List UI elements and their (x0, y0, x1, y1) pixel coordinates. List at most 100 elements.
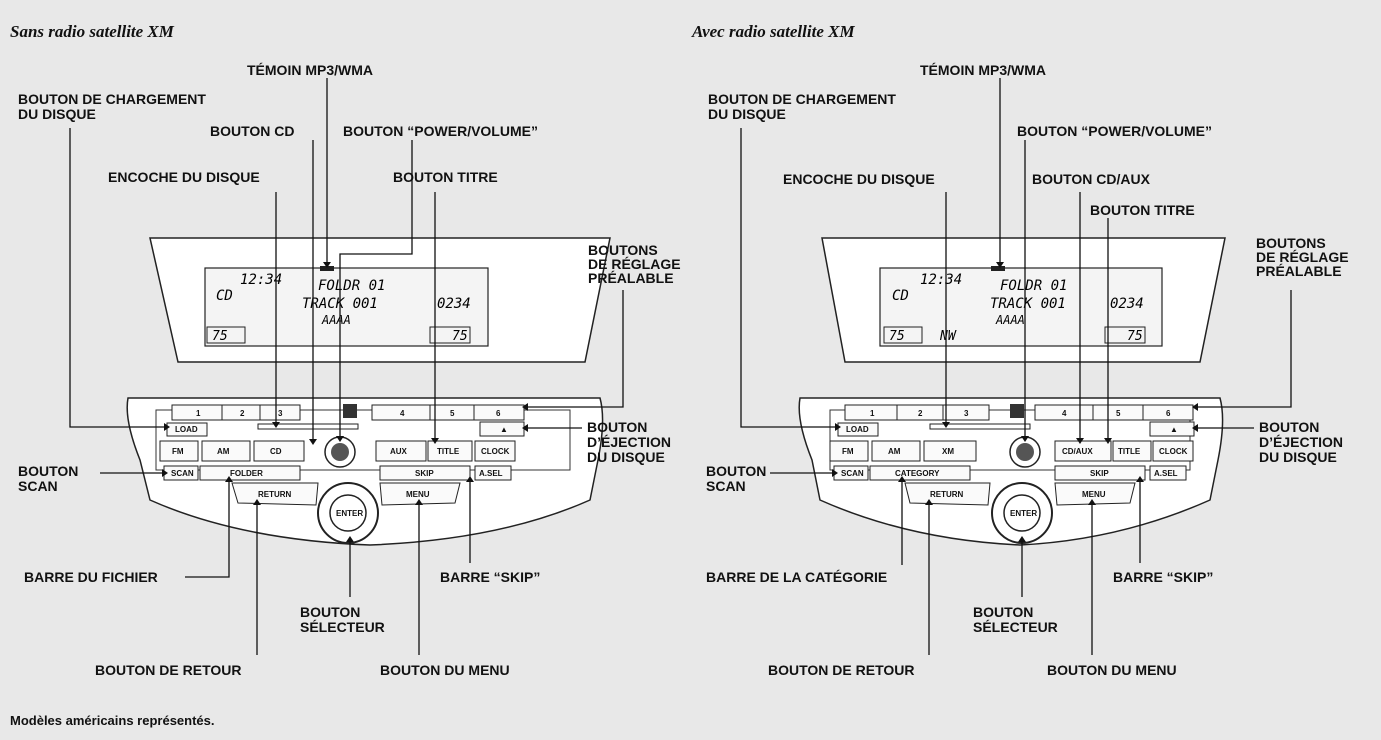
load-button-text-right: LOAD (846, 425, 869, 434)
svg-text:5: 5 (1116, 409, 1121, 418)
folder-bar-text: FOLDER (230, 469, 263, 478)
menu-button-text-right: MENU (1082, 490, 1106, 499)
svg-text:3: 3 (964, 409, 969, 418)
label-skip-bar-right: BARRE “SKIP” (1113, 569, 1214, 585)
svg-text:2: 2 (918, 409, 923, 418)
svg-text:6: 6 (1166, 409, 1171, 418)
label-preset-2-right: DE RÉGLAGE (1256, 249, 1349, 265)
label-selector-2: SÉLECTEUR (300, 619, 385, 635)
skip-bar-text-right: SKIP (1090, 469, 1109, 478)
lcd-time: 0234 (437, 296, 471, 312)
label-eject-2: D’ÉJECTION (587, 434, 672, 450)
return-button-text: RETURN (258, 490, 292, 499)
lcd-extra-right: NW (939, 329, 957, 344)
label-mp3-indicator-right: TÉMOIN MP3/WMA (920, 62, 1046, 78)
load-button-text: LOAD (175, 425, 198, 434)
label-disc-slot-right: ENCOCHE DU DISQUE (783, 171, 935, 187)
label-disc-slot: ENCOCHE DU DISQUE (108, 169, 260, 185)
category-bar-text-right: CATEGORY (895, 469, 940, 478)
label-preset-2: DE RÉGLAGE (588, 256, 681, 272)
label-scan-1-right: BOUTON (706, 463, 767, 479)
xm-button-text-right: XM (942, 447, 954, 456)
svg-text:5: 5 (450, 409, 455, 418)
fm-button-text-right: FM (842, 447, 854, 456)
asel-button-text: A.SEL (479, 469, 503, 478)
subtitle-right: Avec radio satellite XM (692, 22, 855, 41)
label-category-bar-right: BARRE DE LA CATÉGORIE (706, 569, 888, 585)
svg-text:2: 2 (240, 409, 245, 418)
scan-button-text: SCAN (171, 469, 194, 478)
lcd-time-right: 0234 (1110, 296, 1144, 312)
svg-text:▲: ▲ (500, 425, 508, 434)
label-title-button: BOUTON TITRE (393, 169, 498, 185)
label-eject-3-right: DU DISQUE (1259, 449, 1337, 465)
cdaux-button-text-right: CD/AUX (1062, 447, 1093, 456)
label-return-button-right: BOUTON DE RETOUR (768, 662, 915, 678)
label-power-button-right: BOUTON “POWER/VOLUME” (1017, 123, 1212, 139)
subtitle-left: Sans radio satellite XM (10, 22, 174, 41)
enter-button-text: ENTER (336, 509, 363, 518)
am-button-text-right: AM (888, 447, 901, 456)
lcd-temp-left: 75 (212, 329, 228, 344)
title-button-text: TITLE (437, 447, 460, 456)
title-button-text-right: TITLE (1118, 447, 1141, 456)
asel-button-text-right: A.SEL (1154, 469, 1178, 478)
lcd-name-right: AAAA (995, 313, 1025, 327)
label-eject-2-right: D’ÉJECTION (1259, 434, 1344, 450)
label-load-button-2-right: DU DISQUE (708, 106, 786, 122)
label-load-button-1-right: BOUTON DE CHARGEMENT (708, 91, 896, 107)
label-load-button-1: BOUTON DE CHARGEMENT (18, 91, 206, 107)
svg-text:1: 1 (870, 409, 875, 418)
lcd-clock-right: 12:34 (920, 272, 962, 288)
lcd-temp-left-right: 75 (889, 329, 905, 344)
label-menu-button: BOUTON DU MENU (380, 662, 510, 678)
clock-button-text-right: CLOCK (1159, 447, 1188, 456)
label-menu-button-right: BOUTON DU MENU (1047, 662, 1177, 678)
lcd-track-right: TRACK 001 (990, 296, 1066, 312)
cd-button-text: CD (270, 447, 282, 456)
svg-text:3: 3 (278, 409, 283, 418)
label-power-button: BOUTON “POWER/VOLUME” (343, 123, 538, 139)
aux-button-text: AUX (390, 447, 408, 456)
label-preset-3: PRÉALABLE (588, 270, 674, 286)
label-load-button-2: DU DISQUE (18, 106, 96, 122)
label-skip-bar: BARRE “SKIP” (440, 569, 541, 585)
svg-text:1: 1 (196, 409, 201, 418)
lcd-temp-right: 75 (452, 329, 468, 344)
label-preset-1-right: BOUTONS (1256, 235, 1326, 251)
return-button-text-right: RETURN (930, 490, 964, 499)
label-folder-bar: BARRE DU FICHIER (24, 569, 158, 585)
svg-text:▲: ▲ (1170, 425, 1178, 434)
svg-text:4: 4 (400, 409, 405, 418)
label-return-button: BOUTON DE RETOUR (95, 662, 242, 678)
svg-text:6: 6 (496, 409, 501, 418)
label-selector-1-right: BOUTON (973, 604, 1034, 620)
am-button-text: AM (217, 447, 230, 456)
label-eject-1-right: BOUTON (1259, 419, 1320, 435)
lcd-temp-right-right: 75 (1127, 329, 1143, 344)
label-title-button-right: BOUTON TITRE (1090, 202, 1195, 218)
label-eject-3: DU DISQUE (587, 449, 665, 465)
label-selector-2-right: SÉLECTEUR (973, 619, 1058, 635)
label-scan-2: SCAN (18, 478, 58, 494)
fm-button-text: FM (172, 447, 184, 456)
label-eject-1: BOUTON (587, 419, 648, 435)
lcd-source: CD (216, 288, 233, 304)
label-selector-1: BOUTON (300, 604, 361, 620)
lcd-folder-right: FOLDR 01 (1000, 278, 1067, 294)
skip-bar-text: SKIP (415, 469, 434, 478)
label-scan-2-right: SCAN (706, 478, 746, 494)
label-scan-1: BOUTON (18, 463, 79, 479)
clock-button-text: CLOCK (481, 447, 510, 456)
lcd-folder: FOLDR 01 (318, 278, 385, 294)
label-cdaux-button-right: BOUTON CD/AUX (1032, 171, 1150, 187)
lcd-source-right: CD (892, 288, 909, 304)
svg-text:4: 4 (1062, 409, 1067, 418)
menu-button-text: MENU (406, 490, 430, 499)
lcd-clock: 12:34 (240, 272, 282, 288)
enter-button-text-right: ENTER (1010, 509, 1037, 518)
